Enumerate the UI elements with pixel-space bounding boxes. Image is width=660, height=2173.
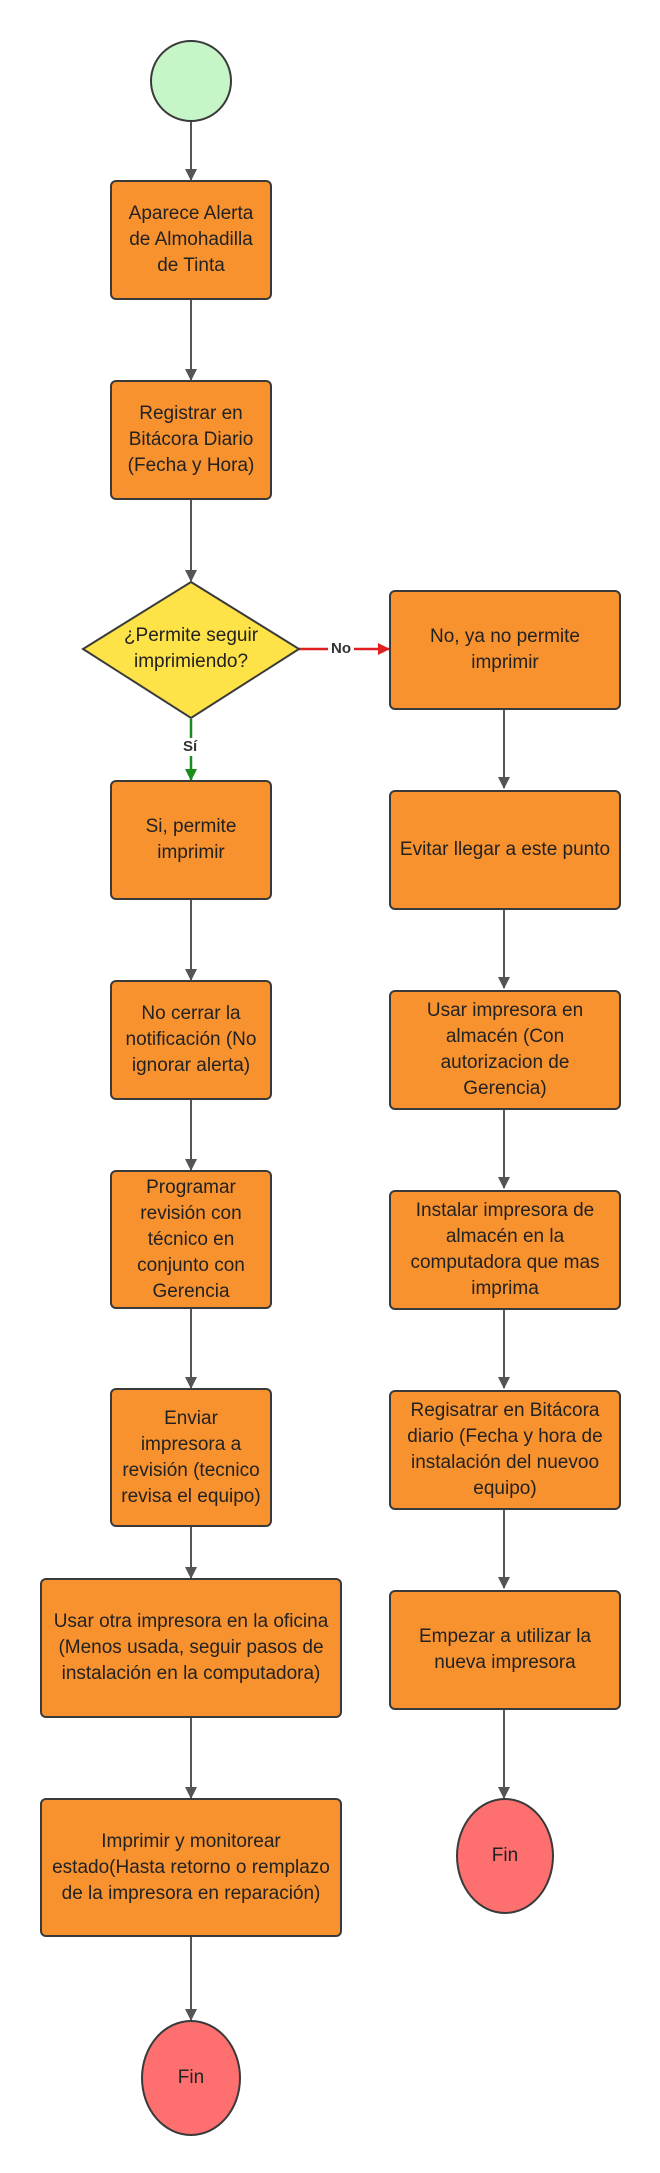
process-no-cerrar: No cerrar la notificación (No ignorar al… — [110, 980, 272, 1100]
process-si-permite: Si, permite imprimir — [110, 780, 272, 900]
process-imprimir-monitorear: Imprimir y monitorear estado(Hasta retor… — [40, 1798, 342, 1937]
start-node — [150, 40, 232, 122]
process-alerta: Aparece Alerta de Almohadilla de Tinta — [110, 180, 272, 300]
decision-diamond — [81, 580, 301, 720]
process-instalar: Instalar impresora de almacén en la comp… — [389, 1190, 621, 1310]
end-node-left: Fin — [141, 2020, 241, 2136]
decision-label: ¿Permite seguir imprimiendo? — [123, 625, 259, 672]
process-usar-almacen: Usar impresora en almacén (Con autorizac… — [389, 990, 621, 1110]
process-usar-otra: Usar otra impresora en la oficina (Menos… — [40, 1578, 342, 1718]
end-node-right: Fin — [456, 1798, 554, 1914]
yes-branch-label: Sí — [180, 738, 201, 756]
process-no-permite: No, ya no permite imprimir — [389, 590, 621, 710]
process-programar: Programar revisión con técnico en conjun… — [110, 1170, 272, 1309]
process-empezar: Empezar a utilizar la nueva impresora — [389, 1590, 621, 1710]
process-enviar: Enviar impresora a revisión (tecnico rev… — [110, 1388, 272, 1527]
process-evitar: Evitar llegar a este punto — [389, 790, 621, 910]
process-registrar-instalacion: Regisatrar en Bitácora diario (Fecha y h… — [389, 1390, 621, 1510]
process-registrar: Registrar en Bitácora Diario (Fecha y Ho… — [110, 380, 272, 500]
no-branch-label: No — [328, 640, 354, 658]
